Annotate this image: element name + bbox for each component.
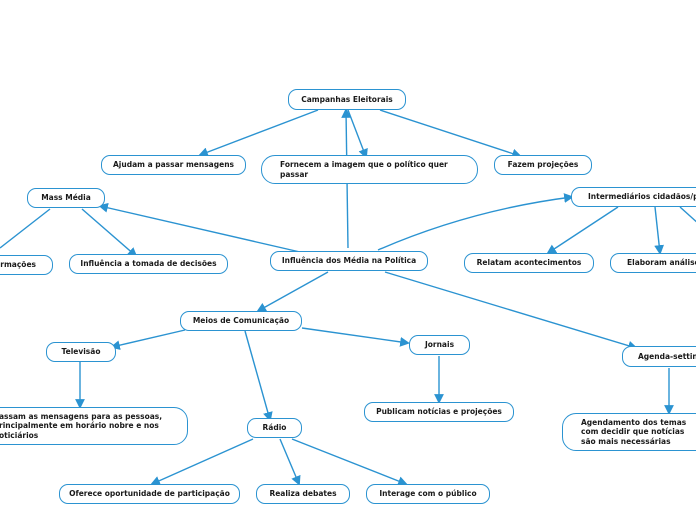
node-label: Agenda-setting	[638, 351, 696, 361]
node-central-influencia-media[interactable]: Influência dos Média na Política	[270, 251, 428, 271]
node-label: Jornais	[424, 340, 455, 350]
node-label: Interage com o público	[379, 489, 477, 499]
node-label: formações	[0, 260, 36, 270]
node-label: Realiza debates	[269, 489, 337, 499]
node-label: Elaboram análises	[627, 258, 696, 268]
edge-central-meios	[256, 271, 329, 312]
node-label: Influência a tomada de decisões	[80, 259, 217, 269]
edge-meios-jornais	[301, 327, 410, 347]
edge-massmedia-informacoes	[0, 208, 51, 249]
node-label: Mass Média	[41, 193, 91, 203]
node-elaboram-analises[interactable]: Elaboram análises	[610, 253, 696, 273]
edge-campanhas-fazem	[379, 109, 522, 159]
edge-intermediarios-relatam	[546, 206, 619, 255]
node-campanhas-eleitorais[interactable]: Campanhas Eleitorais	[288, 89, 406, 110]
node-label: Agendamento dos temas com decidir que no…	[581, 417, 687, 446]
node-informacoes[interactable]: formações	[0, 255, 53, 275]
node-relatam-acontecimentos[interactable]: Relatam acontecimentos	[464, 253, 594, 273]
node-interage-publico[interactable]: Interage com o público	[366, 484, 490, 504]
edge-intermediarios-elaboram	[654, 206, 665, 255]
node-agenda-setting[interactable]: Agenda-setting	[622, 346, 696, 367]
edge-intermediarios-right	[679, 206, 696, 223]
edge-meios-televisao	[110, 329, 186, 350]
edge-central-massmedia	[98, 202, 301, 253]
edge-campanhas-fornecem	[347, 109, 368, 159]
edge-radio-realiza	[279, 438, 301, 486]
node-label: Televisão	[61, 347, 101, 357]
node-label: Oferece oportunidade de participação	[69, 489, 230, 499]
node-ajudam-passar-mensagens[interactable]: Ajudam a passar mensagens	[101, 155, 246, 175]
node-fornecem-imagem[interactable]: Fornecem a imagem que o político quer pa…	[261, 155, 478, 184]
node-label: Intermediários cidadãos/po	[588, 192, 696, 202]
node-label: Influência dos Média na Política	[281, 256, 417, 266]
node-passam-mensagens[interactable]: assam as mensagens para as pessoas, rinc…	[0, 407, 188, 445]
node-jornais[interactable]: Jornais	[409, 335, 470, 355]
edge-central-intermediarios	[377, 193, 574, 251]
edge-campanhas-ajudam	[198, 109, 319, 157]
node-label: Ajudam a passar mensagens	[113, 160, 234, 170]
node-label: Fornecem a imagem que o político quer pa…	[280, 160, 448, 179]
node-label: Campanhas Eleitorais	[301, 94, 393, 104]
node-influencia-tomada-decisoes[interactable]: Influência a tomada de decisões	[69, 254, 228, 274]
edge-radio-oferece	[150, 438, 254, 486]
node-realiza-debates[interactable]: Realiza debates	[256, 484, 350, 504]
node-agendamento-temas[interactable]: Agendamento dos temas com decidir que no…	[562, 413, 696, 451]
node-intermediarios[interactable]: Intermediários cidadãos/po	[571, 187, 696, 207]
node-label: assam as mensagens para as pessoas, rinc…	[0, 411, 163, 440]
edge-radio-interage	[291, 438, 408, 486]
edge-central-agenda	[384, 271, 638, 351]
node-label: Publicam notícias e projeções	[376, 407, 502, 417]
node-televisao[interactable]: Televisão	[46, 342, 116, 362]
node-meios-comunicacao[interactable]: Meios de Comunicação	[180, 311, 302, 331]
node-label: Rádio	[262, 423, 287, 433]
node-mass-media[interactable]: Mass Média	[27, 188, 105, 208]
node-publicam-noticias[interactable]: Publicam notícias e projeções	[364, 402, 514, 422]
node-label: Fazem projeções	[507, 160, 579, 170]
edge-meios-radio	[244, 330, 273, 422]
node-radio[interactable]: Rádio	[247, 418, 302, 438]
node-label: Relatam acontecimentos	[476, 258, 582, 268]
edge-massmedia-influencia	[81, 208, 138, 258]
node-label: Meios de Comunicação	[192, 316, 290, 326]
node-fazem-projecoes[interactable]: Fazem projeções	[494, 155, 592, 175]
node-oferece-participacao[interactable]: Oferece oportunidade de participação	[59, 484, 240, 504]
